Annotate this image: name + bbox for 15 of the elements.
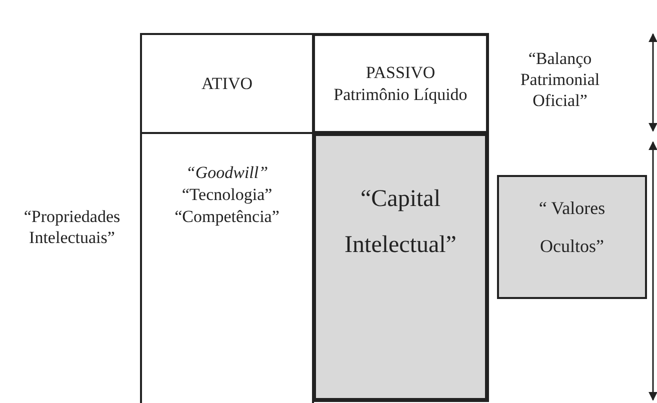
header-cell <box>140 33 314 134</box>
column-heading: PASSIVO <box>366 62 436 84</box>
column-subheading: Patrimônio Líquido <box>334 84 468 106</box>
side-box <box>497 175 647 299</box>
highlight-box <box>312 132 489 402</box>
side-label: “Propriedades Intelectuais” <box>22 206 122 248</box>
box-text: “ Valores Ocultos” <box>538 197 606 258</box>
column-heading: ATIVO <box>202 72 252 94</box>
asset-item: “Goodwill” <box>186 162 268 184</box>
box-text: “Capital Intelectual” <box>344 185 458 260</box>
asset-item: “Competência” <box>174 206 280 228</box>
asset-item: “Tecnologia” <box>182 184 272 206</box>
header-cell <box>312 33 489 134</box>
side-label: “Balanço Patrimonial Oficial” <box>519 48 601 111</box>
content-box <box>140 132 314 403</box>
